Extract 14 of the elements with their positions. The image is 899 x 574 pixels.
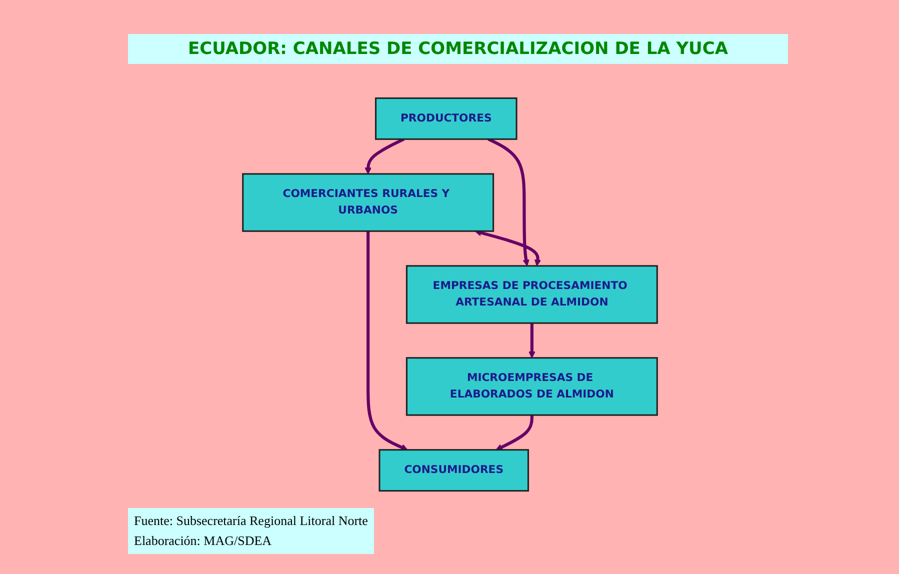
arrow bbox=[366, 231, 408, 450]
arrow bbox=[474, 230, 542, 266]
arrow bbox=[488, 138, 530, 266]
diagram-title: ECUADOR: CANALES DE COMERCIALIZACION DE LA YUCA bbox=[128, 34, 788, 64]
source-note: Elaboración: MAG/SDEA bbox=[134, 532, 273, 550]
source-note: Fuente: Subsecretaría Regional Litoral Norte bbox=[134, 512, 368, 530]
arrow bbox=[528, 323, 536, 358]
node-box: EMPRESAS DE PROCESAMIENTO ARTESANAL DE ALMIDON bbox=[406, 265, 658, 324]
node-box: CONSUMIDORES bbox=[378, 449, 529, 492]
node-box: MICROEMPRESAS DE ELABORADOS DE ALMIDON bbox=[406, 357, 658, 416]
node-box: COMERCIANTES RURALES Y URBANOS bbox=[242, 173, 494, 232]
arrow bbox=[496, 415, 534, 450]
arrow bbox=[364, 138, 405, 174]
node-box: PRODUCTORES bbox=[375, 97, 518, 140]
